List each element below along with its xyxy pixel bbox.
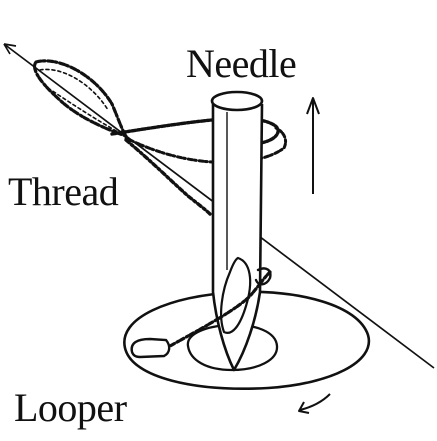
thread-descending [124,138,212,216]
looper-rotation-arrowhead [298,401,310,414]
thread-to-looper [168,270,272,348]
thread-label: Thread [8,169,119,214]
thread-loop-left [33,59,130,139]
needle-motion-arrowhead [306,97,320,115]
needle-label: Needle [186,41,297,86]
thread-eye-loop [254,267,272,286]
needle-top [210,90,264,112]
looper-hook [130,337,171,359]
thread-loop-left-fuzz [39,68,119,133]
thread-arrowhead [3,43,17,55]
looper-rotation-arrow [299,393,331,411]
looper-disc-outer [123,290,371,390]
looper-label: Looper [14,385,127,430]
looper-disc-inner [186,323,279,372]
needle-shaft [211,103,264,372]
